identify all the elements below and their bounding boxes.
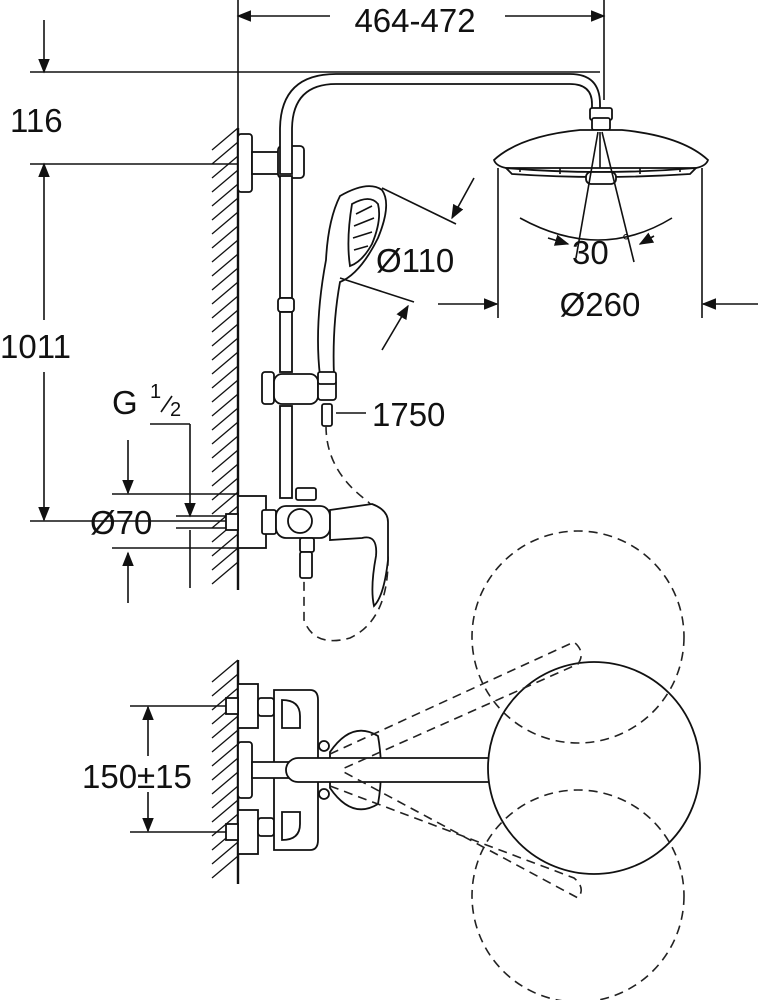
wall-bracket-upper bbox=[237, 133, 305, 193]
wall-hatch-line bbox=[211, 659, 239, 683]
hand-diameter-label: Ø110 bbox=[376, 242, 454, 279]
wall-hatch-line bbox=[211, 771, 239, 795]
height-dimension: 1011 bbox=[0, 162, 236, 522]
wall-hatch-line bbox=[211, 715, 239, 739]
wall-hatch-line bbox=[211, 155, 239, 179]
pipe-diameter-label: Ø70 bbox=[90, 504, 152, 541]
wall-hatch-line bbox=[211, 799, 239, 823]
inlet-spacing-dimension: 150±15 bbox=[82, 705, 238, 833]
wall-hatch-line bbox=[211, 127, 239, 151]
wall-hatch-line bbox=[211, 169, 239, 193]
wall-hatch-line bbox=[211, 211, 239, 235]
pipe-diameter-dimension: Ø70 bbox=[90, 440, 238, 603]
wall-hatch-line bbox=[211, 533, 239, 557]
wall-hatch-line bbox=[211, 365, 239, 389]
wall-hatch-line bbox=[211, 267, 239, 291]
tilt-angle-label: 30 bbox=[572, 234, 609, 271]
hand-shower bbox=[317, 185, 388, 427]
hose-length-label: 1750 bbox=[372, 396, 445, 433]
top-offset-label: 116 bbox=[10, 102, 63, 139]
wall-hatch-line bbox=[211, 253, 239, 277]
wall-hatch-line bbox=[211, 785, 239, 809]
slider-holder bbox=[261, 371, 337, 405]
wall-hatch-line bbox=[211, 337, 239, 361]
arm-plan bbox=[251, 661, 701, 875]
wall-hatch-line bbox=[211, 561, 239, 585]
wall-hatch-line bbox=[211, 505, 239, 529]
thread-main-label: G bbox=[112, 384, 138, 421]
head-shower: 30 ° bbox=[492, 107, 710, 271]
wall-hatch-line bbox=[211, 729, 239, 753]
thread-dimension: G 1 2 bbox=[112, 381, 196, 588]
wall-hatch-line bbox=[211, 323, 239, 347]
wall-hatch-line bbox=[211, 239, 239, 263]
top-offset-dimension: 116 bbox=[10, 20, 600, 165]
wall-hatch-line bbox=[211, 435, 239, 459]
hand-diameter-dimension: Ø110 bbox=[339, 177, 475, 351]
wall-hatch-line bbox=[211, 491, 239, 515]
mixer-valve bbox=[225, 487, 389, 608]
swivel-range bbox=[329, 530, 685, 1000]
width-range-label: 464-472 bbox=[354, 2, 475, 39]
wall-hatch-line bbox=[211, 281, 239, 305]
wall-hatch-line bbox=[211, 295, 239, 319]
thread-den-label: 2 bbox=[170, 399, 181, 421]
wall-hatch-line bbox=[211, 841, 239, 865]
inlet-spacing-label: 150±15 bbox=[82, 758, 192, 795]
wall-hatch-line bbox=[211, 477, 239, 501]
wall-hatch-line bbox=[211, 183, 239, 207]
width-dimension: 464-472 bbox=[236, 0, 606, 128]
wall-hatch-line bbox=[211, 463, 239, 487]
wall-hatch-line bbox=[211, 351, 239, 375]
wall-hatch-line bbox=[211, 393, 239, 417]
wall-lower bbox=[211, 659, 240, 884]
wall-hatch-line bbox=[211, 407, 239, 431]
head-diameter-dimension: Ø260 bbox=[438, 168, 758, 323]
tilt-unit-label: ° bbox=[622, 231, 630, 253]
wall-hatch-line bbox=[211, 855, 239, 879]
wall-hatch-line bbox=[211, 141, 239, 165]
head-diameter-label: Ø260 bbox=[560, 286, 641, 323]
wall-hatch-line bbox=[211, 449, 239, 473]
thread-num-label: 1 bbox=[150, 381, 161, 403]
wall-hatch-line bbox=[211, 421, 239, 445]
wall-hatch-line bbox=[211, 673, 239, 697]
wall-hatch-line bbox=[211, 309, 239, 333]
wall-hatch-line bbox=[211, 743, 239, 767]
wall-hatch-line bbox=[211, 379, 239, 403]
wall-hatch-line bbox=[211, 757, 239, 781]
height-label: 1011 bbox=[0, 328, 71, 365]
wall-hatch-line bbox=[211, 225, 239, 249]
wall-hatch-line bbox=[211, 547, 239, 571]
wall-hatch-line bbox=[211, 197, 239, 221]
